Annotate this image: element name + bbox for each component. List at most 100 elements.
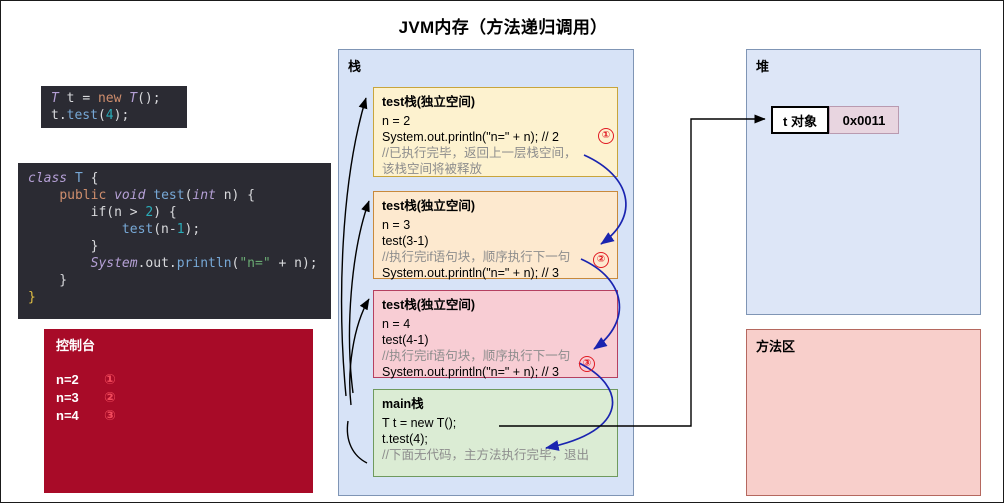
class-code-token: } xyxy=(28,239,99,254)
class-code-token: ); xyxy=(184,222,201,237)
heap-object-address: 0x0011 xyxy=(829,106,899,134)
code-snippet-class: class T { public void test(int n) { if(n… xyxy=(18,163,331,319)
class-code-line: } xyxy=(28,289,323,306)
class-code-token: + n); xyxy=(270,256,318,271)
frame-step-badge: ① xyxy=(598,128,614,144)
class-code-line: System.out.println("n=" + n); xyxy=(28,255,323,272)
frame-n4-comment: //执行完if语句块，顺序执行下一句 xyxy=(382,349,571,363)
frame-step-badge: ③ xyxy=(579,356,595,372)
console-row: n=3 ② xyxy=(56,388,313,406)
class-code-token: ) { xyxy=(153,205,177,220)
class-code-token: test xyxy=(121,222,154,237)
stack-frame-test-n3: test栈(独立空间) n = 3 test(3-1) //执行完if语句块，顺序执行… xyxy=(373,191,618,280)
stack-frame-main: main栈 T t = new T(); t.test(4); //下面无代码，主方法… xyxy=(373,389,618,477)
frame-main-title: main栈 xyxy=(382,397,424,411)
caller-code-token: ( xyxy=(97,108,106,123)
class-code-line: } xyxy=(28,272,323,289)
console-output-list: n=2 ① n=3 ② n=4 ③ xyxy=(56,370,313,424)
class-code-token: class xyxy=(28,171,68,186)
frame-main-comment: //下面无代码，主方法执行完毕，退出 xyxy=(382,448,589,462)
frame-main-line: T t = new T(); xyxy=(382,416,457,430)
caller-code-token: t xyxy=(58,91,83,106)
console-row-marker: ① xyxy=(104,370,116,387)
class-code-token: ( xyxy=(231,256,240,271)
frame-n2-comment: //已执行完毕，返回上一层栈空间， xyxy=(382,146,577,160)
class-code-token xyxy=(106,188,114,203)
caller-code-line: t.test(4); xyxy=(51,107,179,124)
caller-code-token: (); xyxy=(137,91,161,106)
frame-step-badge: ② xyxy=(593,252,609,268)
class-code-line: test(n-1); xyxy=(28,221,323,238)
caller-code-token: 4 xyxy=(105,108,114,123)
heap-object-name: t 对象 xyxy=(771,106,829,134)
console-row-value: n=4 xyxy=(56,407,79,423)
class-code-line: class T { xyxy=(28,170,323,187)
stack-region-label: 栈 xyxy=(348,59,362,74)
class-code-token: ( xyxy=(184,188,193,203)
caller-code-token: ); xyxy=(113,108,130,123)
class-code-token: > xyxy=(129,205,138,220)
class-code-token: println xyxy=(176,256,232,271)
frame-n4-line: n = 4 xyxy=(382,317,411,331)
method-area-region: 方法区 xyxy=(746,329,981,496)
caller-code-token: = xyxy=(82,91,91,106)
class-code-token: void xyxy=(114,188,146,203)
class-code-token: 1 xyxy=(176,222,185,237)
page-title: JVM内存（方法递归调用） xyxy=(398,18,608,37)
class-code-token xyxy=(28,222,122,237)
class-code-token: .out. xyxy=(137,256,177,271)
class-code-token: "n=" xyxy=(239,256,271,271)
class-code-line: public void test(int n) { xyxy=(28,187,323,204)
class-code-token: int xyxy=(192,188,216,203)
frame-n2-line: System.out.println("n=" + n); // 2 xyxy=(382,130,560,144)
caller-code-token: test xyxy=(66,108,98,123)
caller-code-token: T xyxy=(51,91,59,106)
class-code-line: } xyxy=(28,238,323,255)
class-code-token xyxy=(28,256,91,271)
class-code-token: { xyxy=(82,171,99,186)
console-row-marker: ② xyxy=(104,388,116,405)
console-row: n=2 ① xyxy=(56,370,313,388)
caller-code-token: t. xyxy=(51,108,67,123)
console-panel: 控制台 n=2 ① n=3 ② n=4 ③ xyxy=(44,329,313,493)
class-code-token xyxy=(28,188,59,203)
class-code-token: n) { xyxy=(215,188,256,203)
console-row-value: n=3 xyxy=(56,389,79,405)
frame-n3-tail-line: System.out.println("n=" + n); // 3 xyxy=(382,266,560,280)
frame-n3-line: test(3-1) xyxy=(382,234,429,248)
frame-n3-line: n = 3 xyxy=(382,218,411,232)
stack-frame-test-n2: test栈(独立空间) n = 2 System.out.println("n=" … xyxy=(373,87,618,177)
frame-n2-title: test栈(独立空间) xyxy=(382,95,476,109)
class-code-token: if(n xyxy=(28,205,130,220)
frame-n3-comment: //执行完if语句块，顺序执行下一句 xyxy=(382,250,571,264)
class-code-line: if(n > 2) { xyxy=(28,204,323,221)
frame-n4-tail-line: System.out.println("n=" + n); // 3 xyxy=(382,365,560,379)
caller-code-token xyxy=(90,91,98,106)
frame-n3-title: test栈(独立空间) xyxy=(382,199,476,213)
class-code-token xyxy=(67,171,75,186)
console-row: n=4 ③ xyxy=(56,406,313,424)
class-code-token: public xyxy=(59,188,107,203)
heap-region-label: 堆 xyxy=(756,59,770,74)
frame-n2-line: n = 2 xyxy=(382,114,411,128)
console-row-marker: ③ xyxy=(104,406,116,423)
console-title: 控制台 xyxy=(56,338,96,353)
caller-code-token: new xyxy=(97,91,122,106)
console-row-value: n=2 xyxy=(56,371,79,387)
class-code-token: } xyxy=(28,273,68,288)
frame-n4-title: test栈(独立空间) xyxy=(382,298,476,312)
frame-n4-line: test(4-1) xyxy=(382,333,429,347)
class-code-token: } xyxy=(28,290,36,305)
class-code-token: T xyxy=(74,171,83,186)
code-snippet-caller: T t = new T();t.test(4); xyxy=(41,86,187,128)
caller-code-token: T xyxy=(129,91,138,106)
method-area-label: 方法区 xyxy=(756,339,796,354)
class-code-token: (n- xyxy=(153,222,177,237)
frame-main-line: t.test(4); xyxy=(382,432,428,446)
caller-code-line: T t = new T(); xyxy=(51,90,179,107)
class-code-token: test xyxy=(153,188,185,203)
class-code-token: System xyxy=(90,256,138,271)
class-code-token: 2 xyxy=(145,205,154,220)
frame-n2-comment: 该栈空间将被释放 xyxy=(382,162,483,176)
